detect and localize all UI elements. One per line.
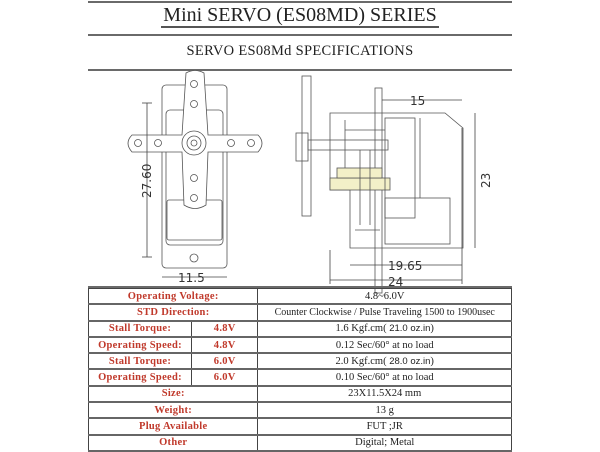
side-dimensions: [329, 99, 476, 284]
spec-label: Operating Voltage:: [87, 288, 259, 305]
subtitle-rule: [88, 69, 512, 71]
spec-voltage: 4.8V: [190, 336, 259, 354]
spec-label: STD Direction:: [87, 303, 259, 322]
side-view: [295, 75, 464, 294]
spec-label: Stall Torque:: [88, 320, 192, 338]
front-dimensions: [142, 102, 227, 278]
spec-label: Other: [87, 434, 259, 452]
spec-table: Operating Voltage:4.8~6.0V STD Direction…: [87, 288, 512, 452]
output-shaft: [307, 139, 389, 151]
horn-hub-inner: [186, 135, 202, 151]
table-row: Operating Voltage:4.8~6.0V: [87, 288, 512, 305]
spec-label: Size:: [87, 385, 259, 403]
spec-label: Stall Torque:: [88, 352, 192, 370]
table-row: Weight:13 g: [87, 401, 512, 419]
spec-voltage: 6.0V: [190, 352, 259, 370]
spec-value: 23X11.5X24 mm: [257, 385, 512, 403]
spec-value: 1.6 Kgf.cm( 21.0 oz.in): [257, 320, 512, 338]
motor: [384, 197, 451, 245]
spec-label: Weight:: [87, 401, 259, 419]
spec-value: 2.0 Kgf.cm( 28.0 oz.in): [257, 352, 512, 370]
mount-hole: [189, 253, 199, 263]
spec-label: Plug Available: [87, 417, 259, 436]
output-horn-side: [301, 75, 312, 217]
dim-side-inner: 19.65: [388, 259, 422, 273]
page-title-text: Mini SERVO (ES08MD) SERIES: [161, 4, 439, 28]
spec-value: 0.10 Sec/60° at no load: [257, 368, 512, 387]
table-row: Size:23X11.5X24 mm: [87, 385, 512, 403]
spec-voltage: 4.8V: [190, 320, 259, 338]
dim-front-width: 11.5: [178, 271, 205, 285]
table-row: STD Direction:Counter Clockwise / Pulse …: [87, 303, 512, 322]
front-view: [127, 70, 263, 269]
horn-hub-outer: [181, 130, 207, 156]
spec-value: 0.12 Sec/60° at no load: [257, 336, 512, 354]
servo-horn: [127, 70, 263, 209]
horn-screw: [190, 139, 198, 147]
spec-value: 4.8~6.0V: [257, 288, 512, 305]
dim-side-height: 23: [479, 173, 493, 188]
title-rule: [88, 34, 512, 36]
pcb-area: [384, 117, 416, 219]
spec-label: Operating Speed:: [88, 368, 192, 387]
spec-value: Counter Clockwise / Pulse Traveling 1500…: [257, 303, 512, 322]
output-gear: [374, 87, 383, 294]
spec-value: 13 g: [257, 401, 512, 419]
spec-voltage: 6.0V: [190, 368, 259, 387]
page-subtitle: SERVO ES08Md SPECIFICATIONS: [186, 43, 414, 59]
page-title: Mini SERVO (ES08MD) SERIES: [88, 4, 512, 28]
dim-side-width: 24: [388, 275, 403, 289]
dim-side-top: 15: [410, 94, 425, 108]
top-rule: [88, 1, 512, 3]
spec-label: Operating Speed:: [88, 336, 192, 354]
spec-value: Digital; Metal: [257, 434, 512, 452]
dim-front-height: 27.60: [140, 164, 154, 198]
table-top-rule: [88, 286, 512, 288]
spec-value: FUT ;JR: [257, 417, 512, 436]
